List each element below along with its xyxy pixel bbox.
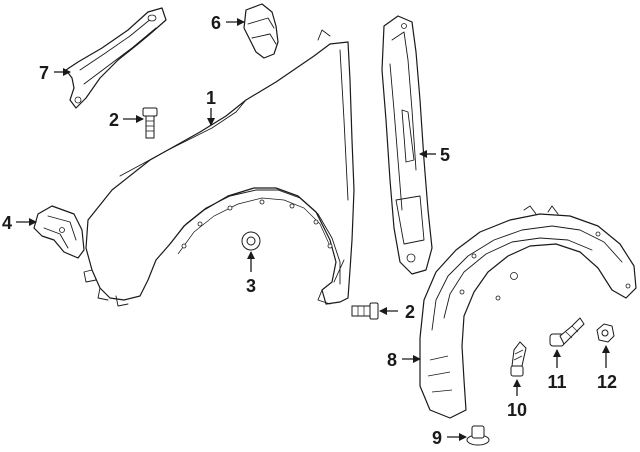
callout-1: 1 [206,88,216,108]
callout-10: 10 [507,400,527,420]
callout-numbers: 1 2 2 3 4 5 6 7 8 9 10 11 12 [2,13,617,448]
part-2-bolt-lower [351,302,379,320]
callout-4: 4 [2,213,12,233]
part-8-fender-liner [419,205,637,419]
part-6-fender-insulator [243,3,279,59]
callout-11: 11 [547,372,566,392]
part-10-screw [510,341,527,377]
part-7-fender-bracket [65,7,167,109]
part-2-bolt-upper [142,107,158,139]
callout-12: 12 [597,372,617,392]
callout-2-upper: 2 [109,110,119,130]
callout-3: 3 [246,276,256,296]
callout-2-lower: 2 [405,302,415,322]
part-1-front-fender [83,29,355,307]
leader-lines [16,18,610,441]
part-3-nut [241,231,261,251]
part-11-screw [549,317,585,347]
part-4-front-bracket [33,205,85,259]
part-9-push-clip [466,425,490,446]
callout-7: 7 [39,63,49,83]
callout-8: 8 [387,350,397,370]
part-12-nut [596,323,615,343]
part-5-fender-apron [381,15,433,275]
callout-9: 9 [432,428,442,448]
callout-5: 5 [440,145,450,165]
callout-6: 6 [211,13,221,33]
